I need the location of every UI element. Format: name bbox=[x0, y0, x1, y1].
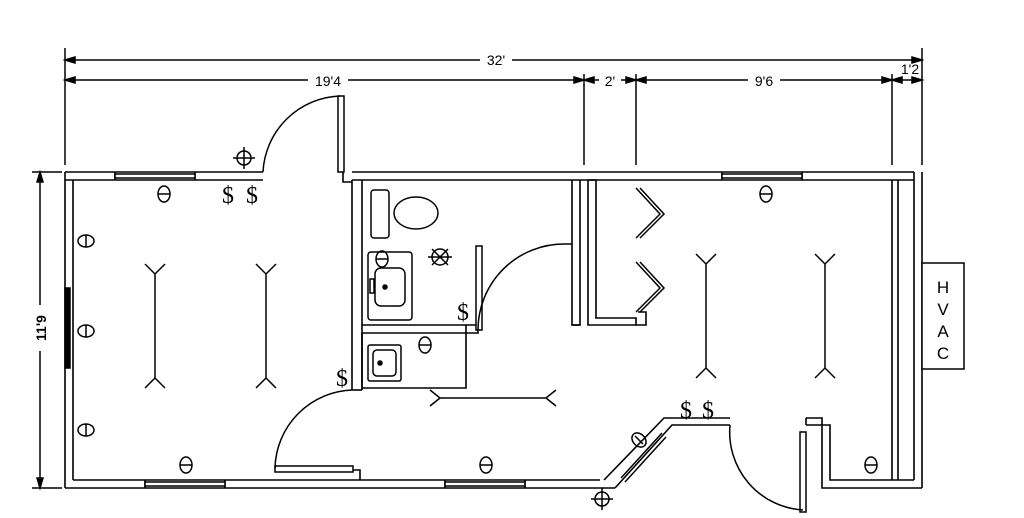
switch-icon: $ bbox=[680, 398, 692, 424]
outlet-icon bbox=[77, 423, 95, 437]
dim-seg1-label: 19'4 bbox=[315, 73, 341, 89]
switches: $ $ $ $ $ $ bbox=[222, 183, 714, 424]
dim-seg2-label: 2' bbox=[605, 73, 615, 89]
hvac-letter-h: H bbox=[937, 278, 949, 297]
bathroom-sink bbox=[368, 252, 412, 320]
light-office-1 bbox=[145, 264, 165, 388]
dim-overall-label: 32' bbox=[487, 52, 505, 68]
window-left bbox=[65, 288, 70, 368]
doors bbox=[263, 96, 806, 512]
hvac-letter-c: C bbox=[937, 344, 949, 363]
outlet-icon bbox=[375, 250, 389, 268]
outlet-icon bbox=[77, 234, 95, 248]
interior-walls bbox=[352, 180, 898, 480]
kitchen-sink bbox=[368, 345, 401, 381]
hvac-letter-a: A bbox=[937, 322, 949, 341]
dim-seg3-label: 9'6 bbox=[755, 73, 773, 89]
light-right-1 bbox=[696, 254, 716, 378]
exterior-walls bbox=[65, 172, 922, 488]
outlet-icon bbox=[631, 432, 647, 448]
light-hall bbox=[430, 390, 556, 406]
switch-icon: $ bbox=[222, 183, 234, 209]
door-right-entry bbox=[730, 425, 806, 512]
toilet-tank bbox=[371, 190, 389, 238]
hvac-letter-v: V bbox=[937, 300, 949, 319]
light-fixtures bbox=[145, 254, 835, 406]
door-top-entry bbox=[263, 96, 344, 172]
window-top-right bbox=[722, 174, 802, 178]
toilet-bowl bbox=[393, 196, 439, 230]
fixtures bbox=[368, 190, 439, 381]
light-office-2 bbox=[256, 264, 276, 388]
door-closet-bifold bbox=[636, 188, 664, 312]
dimension-overall: 32' bbox=[65, 48, 922, 165]
outlet-icon bbox=[864, 456, 878, 474]
outlet-icon bbox=[77, 324, 95, 338]
dimension-segments: 19'4 2' 9'6 1'2 bbox=[65, 61, 922, 165]
door-lower-office bbox=[275, 390, 353, 472]
outlet-icon bbox=[157, 185, 171, 203]
door-bathroom bbox=[476, 244, 572, 330]
outlet-icon bbox=[418, 336, 432, 354]
dim-seg4-label: 1'2 bbox=[901, 61, 919, 77]
switch-icon: $ bbox=[702, 398, 714, 424]
dimension-width: 11'9 bbox=[30, 172, 62, 488]
switch-icon: $ bbox=[457, 300, 469, 326]
switch-icon: $ bbox=[246, 183, 258, 209]
outlet-icon bbox=[759, 185, 773, 203]
switch-icon: $ bbox=[336, 366, 348, 392]
receptacles bbox=[77, 185, 878, 474]
outlet-icon bbox=[179, 456, 193, 474]
dim-width-label: 11'9 bbox=[33, 315, 49, 341]
exhaust-fan-icon bbox=[428, 249, 452, 265]
light-right-2 bbox=[815, 254, 835, 378]
window-angled bbox=[621, 433, 666, 482]
window-bottom-mid bbox=[445, 482, 525, 486]
windows bbox=[65, 174, 802, 486]
window-bottom-left bbox=[145, 482, 225, 486]
exterior-lights bbox=[233, 147, 613, 510]
window-top-left bbox=[115, 174, 195, 178]
outlet-icon bbox=[479, 456, 493, 474]
exterior-light-icon bbox=[591, 488, 613, 510]
hvac-unit: H V A C bbox=[922, 263, 964, 369]
exterior-light-icon bbox=[233, 147, 255, 169]
